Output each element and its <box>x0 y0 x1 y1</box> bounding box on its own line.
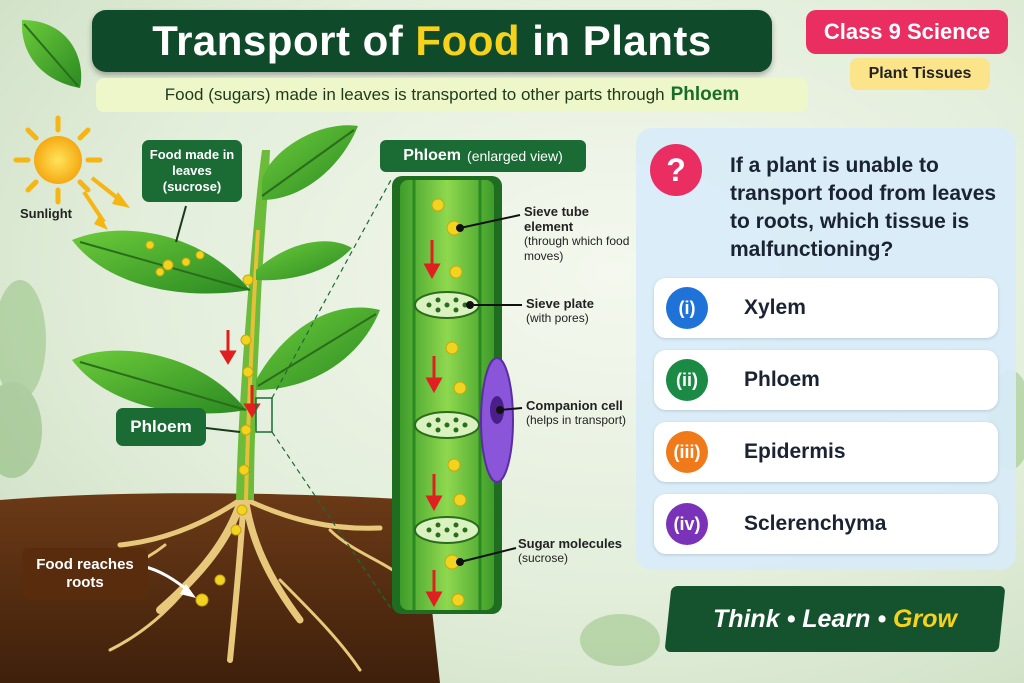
subtitle-highlight: Phloem <box>670 84 740 105</box>
option-1[interactable]: (i) Xylem <box>654 278 998 338</box>
enlarged-heading-text: Phloem <box>403 147 462 164</box>
companion-note: (helps in transport) <box>526 413 627 427</box>
option-2-number: (ii) <box>666 359 708 401</box>
sugar-callout: Sugar molecules (sucrose) <box>518 536 630 566</box>
enlarged-heading-note: (enlarged view) <box>467 148 563 164</box>
roots-label: Food reaches roots <box>22 548 148 600</box>
corner-leaf-icon <box>21 20 82 88</box>
callout-lines <box>456 214 523 566</box>
sugar-dots <box>145 240 254 607</box>
question-mark-icon: ? <box>650 144 702 196</box>
sieve-tube-note: (through which food moves) <box>524 234 630 263</box>
option-1-label: Xylem <box>744 296 806 319</box>
option-4-number: (iv) <box>666 503 708 545</box>
title-highlight: Food <box>415 17 521 64</box>
sugar-note: (sucrose) <box>518 551 569 565</box>
companion-title: Companion cell <box>526 398 623 413</box>
subtitle-text: Food (sugars) made in leaves is transpor… <box>164 85 665 104</box>
soil <box>0 493 440 683</box>
sieve-tube-title: Sieve tube element <box>524 204 590 234</box>
sun-icon <box>13 115 130 230</box>
class-badge: Class 9 Science <box>806 10 1008 54</box>
sugar-title: Sugar molecules <box>518 536 623 551</box>
question-text: If a plant is unable to transport food f… <box>730 154 997 261</box>
option-3[interactable]: (iii) Epidermis <box>654 422 998 482</box>
sieve-plate-title: Sieve plate <box>526 296 594 311</box>
phloem-enlarged-tube <box>392 176 502 614</box>
page-title: Transport of Food in Plants <box>152 17 712 64</box>
phloem-enlarged-heading: Phloem (enlarged view) <box>380 140 586 172</box>
option-4-label: Sclerenchyma <box>744 512 887 535</box>
phloem-label: Phloem <box>116 408 206 446</box>
tube-flow-arrow-icon <box>423 240 443 608</box>
sieve-plate-note: (with pores) <box>526 311 589 325</box>
option-1-number: (i) <box>666 287 708 329</box>
plant-leaves <box>72 125 380 414</box>
slogan-banner: Think • Learn • Grow <box>664 586 1006 652</box>
topic-badge: Plant Tissues <box>850 58 990 90</box>
food-made-label: Food made in leaves (sucrose) <box>142 140 242 202</box>
option-3-number: (iii) <box>666 431 708 473</box>
subtitle: Food (sugars) made in leaves is transpor… <box>96 78 808 112</box>
option-2[interactable]: (ii) Phloem <box>654 350 998 410</box>
option-2-label: Phloem <box>744 368 820 391</box>
companion-cell <box>480 357 514 483</box>
companion-callout: Companion cell (helps in transport) <box>526 398 634 428</box>
slogan-text: Think • Learn • Grow <box>712 604 957 633</box>
flow-arrow-icon <box>219 330 261 418</box>
option-3-label: Epidermis <box>744 440 846 463</box>
sunlight-label: Sunlight <box>20 206 72 221</box>
sieve-plate-callout: Sieve plate (with pores) <box>526 296 634 326</box>
sieve-tube-callout: Sieve tube element (through which food m… <box>524 204 636 264</box>
option-4[interactable]: (iv) Sclerenchyma <box>654 494 998 554</box>
sieve-plates <box>414 291 480 544</box>
title-bar: Transport of Food in Plants <box>92 10 772 72</box>
